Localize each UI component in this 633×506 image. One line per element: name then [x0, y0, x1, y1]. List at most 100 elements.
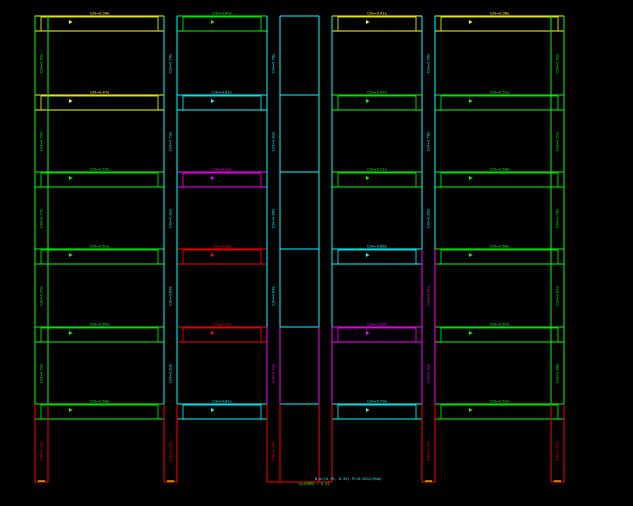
beam-outline — [440, 16, 559, 32]
beam-outline — [182, 249, 262, 265]
beam-arrow-icon — [366, 253, 370, 257]
beam-outline — [440, 95, 559, 111]
beam-ratio-label: C/H=0.57e — [490, 400, 510, 404]
column-ratio-label: C/H=0.84e — [169, 285, 173, 305]
beam-outline — [337, 172, 417, 188]
beam-ratio-label: C/H=0.81e — [212, 400, 232, 404]
beam-ratio-label: C/H=0.47e — [367, 91, 387, 95]
column-ratio-label: C/H=0.85e — [427, 208, 431, 228]
beam-arrow-icon — [211, 408, 215, 412]
column-ratio-label: C/H=0.93e — [427, 363, 431, 383]
beam-ratio-label: C/H=0.92e — [212, 168, 232, 172]
column-ratio-label: C/H=1.15e — [169, 440, 173, 460]
column-ratio-label: C/H=0.79e — [169, 131, 173, 151]
beam-arrow-icon — [211, 20, 215, 24]
column-ratio-label: C/H=1.18e — [272, 440, 276, 460]
beam-outline — [182, 95, 262, 111]
beam-arrow-icon — [211, 331, 215, 335]
column-ratio-label: C/H=0.82e — [169, 208, 173, 228]
beam-ratio-label: C/H=1.10e — [212, 323, 232, 327]
beam-arrow-icon — [69, 20, 73, 24]
beam-outline — [440, 404, 559, 420]
column-ratio-label: C/H=0.81e — [556, 285, 560, 305]
beam-arrow-icon — [211, 176, 215, 180]
column-ratio-label: C/H=0.92e — [272, 363, 276, 383]
beam-ratio-label: C/H=0.38e — [490, 12, 510, 16]
beam-arrow-icon — [469, 20, 473, 24]
beam-ratio-label: C/H=0.56e — [90, 400, 110, 404]
beam-outline — [40, 404, 159, 420]
beam-ratio-label: C/H=0.65e — [90, 323, 110, 327]
beam-arrow-icon — [69, 99, 73, 103]
note-line-2: ~Gp1@M96 = 0.44 — [297, 482, 330, 486]
beam-outline — [440, 172, 559, 188]
column-ratio-label: C/H=0.84e — [556, 363, 560, 383]
beam-outline — [440, 327, 559, 343]
beam-arrow-icon — [469, 253, 473, 257]
column-ratio-label: C/H=0.83e — [272, 131, 276, 151]
column-ratio-label: C/H=0.60e — [40, 53, 44, 73]
beam-arrow-icon — [469, 176, 473, 180]
beam-arrow-icon — [211, 99, 215, 103]
beam-outline — [337, 16, 417, 32]
beam-arrow-icon — [69, 331, 73, 335]
beam-outline — [440, 249, 559, 265]
column-ratio-label: C/H=1.09e — [556, 440, 560, 460]
beam-ratio-label: C/H=0.79e — [367, 400, 387, 404]
beam-arrow-icon — [366, 408, 370, 412]
column-ratio-label: C/H=1.12e — [427, 440, 431, 460]
beam-outline — [182, 16, 262, 32]
column-ratio-label: C/H=0.91e — [427, 285, 431, 305]
beam-outline — [337, 404, 417, 420]
beam-arrow-icon — [469, 99, 473, 103]
beam-ratio-label: C/H=0.55e — [90, 168, 110, 172]
beam-ratio-label: C/H=0.71e — [367, 168, 387, 172]
beam-outline — [182, 404, 262, 420]
beam-arrow-icon — [366, 331, 370, 335]
beam-arrow-icon — [366, 99, 370, 103]
column-ratio-label: C/H=0.84e — [272, 285, 276, 305]
column-ratio-label: C/H=0.78e — [556, 208, 560, 228]
beam-outline — [182, 172, 262, 188]
beam-arrow-icon — [469, 408, 473, 412]
column-ratio-label: C/H=0.75e — [40, 285, 44, 305]
column-ratio-label: C/H=0.71e — [556, 131, 560, 151]
beam-ratio-label: C/H=0.88e — [367, 245, 387, 249]
beam-outline — [182, 327, 262, 343]
beam-outline — [337, 327, 417, 343]
beam-ratio-label: C/H=0.81e — [212, 91, 232, 95]
beam-ratio-label: C/H=0.34e — [90, 12, 110, 16]
column-ratio-label: C/H=0.76e — [427, 53, 431, 73]
beam-ratio-label: C/H=0.51e — [490, 91, 510, 95]
column-ratio-label: C/H=0.62e — [556, 53, 560, 73]
beam-outline — [40, 16, 159, 32]
beam-outline — [40, 172, 159, 188]
beam-outline — [337, 95, 417, 111]
beam-ratio-label: C/H=0.58e — [490, 168, 510, 172]
beam-arrow-icon — [366, 20, 370, 24]
column-ratio-label: C/H=0.70e — [40, 131, 44, 151]
column-ratio-label: C/H=0.72e — [40, 363, 44, 383]
beam-ratio-label: C/H=0.47e — [90, 91, 110, 95]
beam-ratio-label: C/H=0.61e — [90, 245, 110, 249]
beam-ratio-label: C/H=0.66e — [490, 245, 510, 249]
column-ratio-label: C/H=1.11e — [40, 440, 44, 460]
note-line-1: N,b=(0.39, 0.35) Pr=0.0312(Mud) — [315, 477, 383, 481]
beam-outline — [40, 249, 159, 265]
column-ratio-label: C/H=0.78e — [272, 53, 276, 73]
column-ratio-label: C/H=0.78e — [427, 131, 431, 151]
beam-ratio-label: C/H=0.93e — [367, 323, 387, 327]
beam-ratio-label: C/H=0.67e — [490, 323, 510, 327]
beam-ratio-label: C/H=1.06e — [212, 245, 232, 249]
beam-outline — [40, 95, 159, 111]
beam-arrow-icon — [211, 253, 215, 257]
beam-arrow-icon — [366, 176, 370, 180]
column-ratio-label: C/H=0.76e — [169, 53, 173, 73]
beam-arrow-icon — [69, 253, 73, 257]
beam-arrow-icon — [69, 408, 73, 412]
beam-arrow-icon — [469, 331, 473, 335]
beam-ratio-label: C/H=0.41e — [367, 12, 387, 16]
column-ratio-label: C/H=0.86e — [272, 208, 276, 228]
beam-ratio-label: C/H=0.40e — [212, 12, 232, 16]
